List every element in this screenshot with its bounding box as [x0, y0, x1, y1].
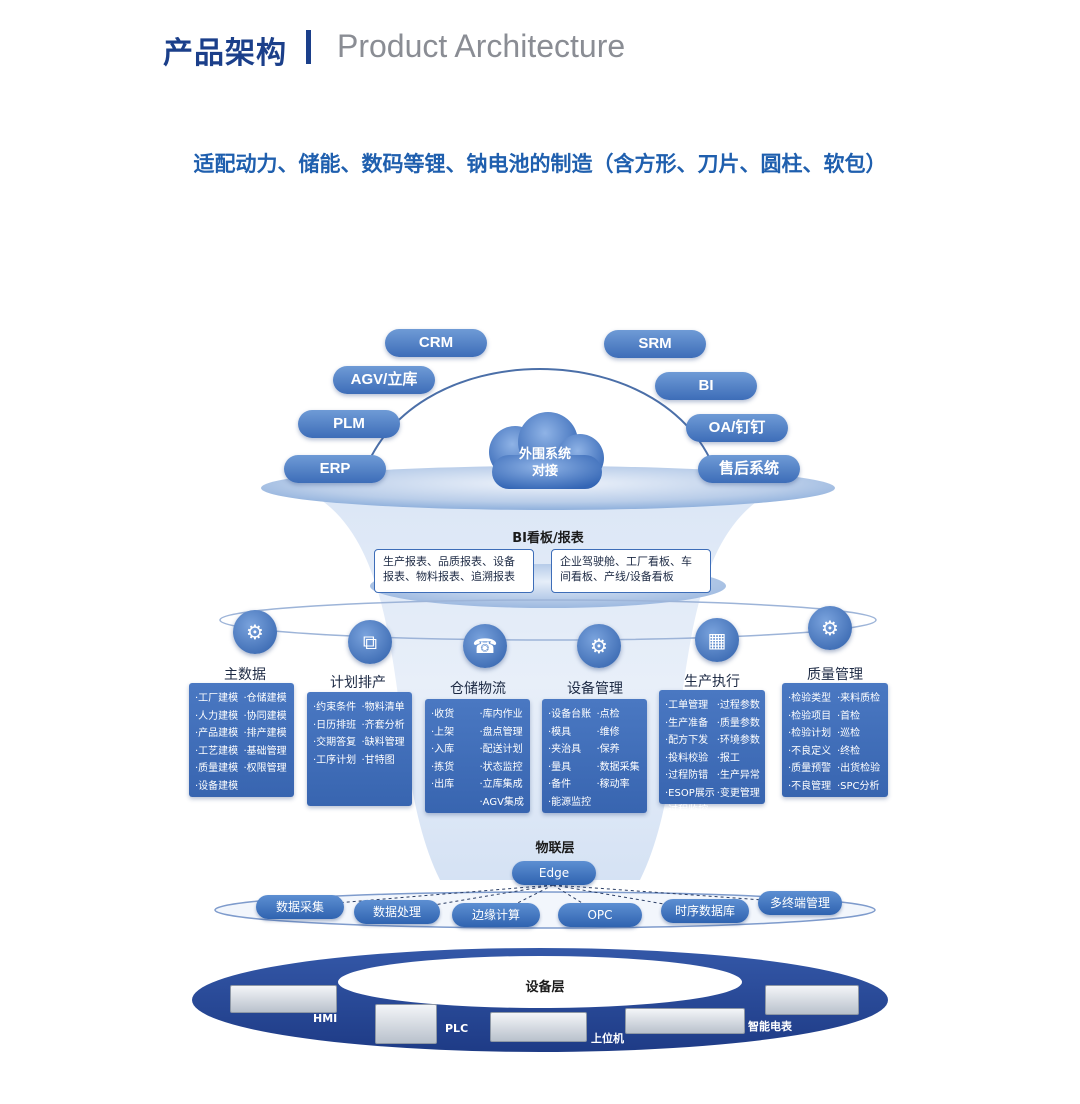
cloud-icon: [489, 412, 604, 489]
iot-pill-data-collection: 数据采集: [256, 895, 344, 919]
module-orbit: [219, 599, 877, 641]
cloud-label: 外围系统 对接: [518, 447, 571, 479]
host-machine-image: [490, 1012, 587, 1042]
module-box-master-data: ·工厂建模·仓储建模 ·人力建模·协同建模 ·产品建模·排产建模 ·工艺建模·基…: [189, 683, 294, 797]
camera-gear-icon: ⚙: [577, 624, 621, 668]
module-box-planning: ·约束条件·物料清单 ·日历排班·齐套分析 ·交期答复·缺料管理 ·工序计划·甘…: [307, 692, 412, 806]
pill-srm: SRM: [604, 330, 706, 358]
title-divider: [306, 30, 311, 64]
subtitle: 适配动力、储能、数码等锂、钠电池的制造（含方形、刀片、圆柱、软包）: [193, 152, 887, 176]
module-title-equipment: 设备管理: [567, 681, 623, 697]
equipment-label-smart-meter: 智能电表: [748, 1020, 792, 1033]
equipment-label-host: 上位机: [591, 1032, 624, 1045]
network-icon: ⧉: [348, 620, 392, 664]
iot-pill-opc: OPC: [558, 903, 642, 927]
iot-pill-data-processing: 数据处理: [354, 900, 440, 924]
iot-layer-label: 物联层: [535, 841, 575, 856]
module-box-quality: ·检验类型·来料质检 ·检验项目·首检 ·检验计划·巡检 ·不良定义·终检 ·质…: [782, 683, 888, 797]
page-title-en: Product Architecture: [337, 28, 626, 64]
bi-label: BI看板/报表: [512, 531, 584, 546]
bi-reports-box: 生产报表、品质报表、设备报表、物料报表、追溯报表: [374, 549, 534, 593]
production-line-image: [765, 985, 859, 1015]
module-box-production: ·工单管理·过程参数 ·生产准备·质量参数 ·配方下发·环境参数 ·投料校验·报…: [659, 690, 765, 816]
pill-agv: AGV/立库: [333, 366, 435, 394]
phone-gear-icon: ☎: [463, 624, 507, 668]
iot-pill-multi-terminal: 多终端管理: [758, 891, 842, 915]
equipment-center: [338, 956, 742, 1008]
pill-after-sales: 售后系统: [698, 455, 800, 483]
module-title-production: 生产执行: [684, 674, 740, 690]
module-box-warehouse: ·收货·库内作业 ·上架·盘点管理 ·入库·配送计划 ·拣货·状态监控 ·出库·…: [425, 699, 530, 813]
equipment-label-plc: PLC: [445, 1022, 469, 1035]
pill-crm: CRM: [385, 329, 487, 357]
chart-gear-icon: ⚙: [808, 606, 852, 650]
module-title-quality: 质量管理: [807, 667, 863, 683]
module-title-planning: 计划排产: [330, 675, 386, 691]
pill-plm: PLM: [298, 410, 400, 438]
plc-machine-image: [375, 1004, 437, 1044]
iot-pill-tsdb: 时序数据库: [661, 899, 749, 923]
pill-erp: ERP: [284, 455, 386, 483]
bi-dashboards-box: 企业驾驶舱、工厂看板、车间看板、产线/设备看板: [551, 549, 711, 593]
iot-pill-edge-computing: 边缘计算: [452, 903, 540, 927]
module-box-equipment: ·设备台账·点检 ·模具·维修 ·夹治具·保养 ·量具·数据采集 ·备件·稼动率…: [542, 699, 647, 813]
factory-icon: ▦: [695, 618, 739, 662]
module-title-master-data: 主数据: [224, 667, 266, 683]
edge-node: Edge: [512, 861, 596, 885]
page-title-zh: 产品架构: [163, 36, 287, 71]
pill-bi: BI: [655, 372, 757, 400]
module-title-warehouse: 仓储物流: [450, 681, 506, 697]
equipment-label-hmi: HMI: [313, 1012, 338, 1025]
pill-oa: OA/钉钉: [686, 414, 788, 442]
equipment-layer-label: 设备层: [525, 980, 565, 995]
gear-globe-icon: ⚙: [233, 610, 277, 654]
hmi-machine-image: [230, 985, 337, 1013]
smart-meter-machine-image: [625, 1008, 745, 1034]
